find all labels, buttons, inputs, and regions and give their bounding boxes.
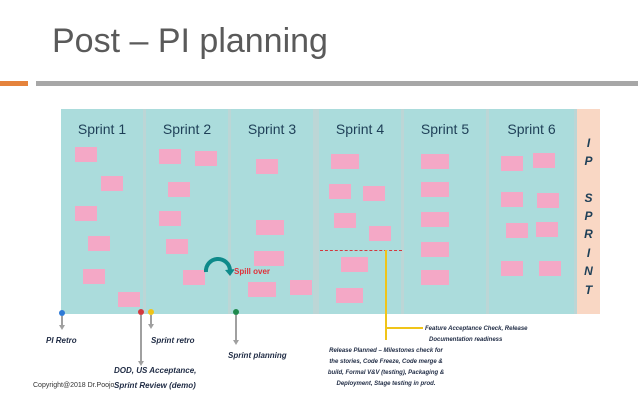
ip-sprint-letter: S <box>584 191 593 205</box>
sprint-retro-label: Sprint retro <box>151 336 195 345</box>
feature-check-line-2: Documentation readiness <box>429 337 503 343</box>
ip-sprint-letter: I <box>586 246 591 260</box>
sprint-label: Sprint 5 <box>420 121 470 137</box>
story-card <box>166 239 188 254</box>
feature-check-connector <box>385 327 423 329</box>
story-card <box>421 212 449 227</box>
dod-line <box>140 315 142 362</box>
story-card <box>118 292 140 307</box>
story-card <box>533 153 555 168</box>
story-card <box>421 154 449 169</box>
ip-sprint-letter: I <box>586 136 591 150</box>
story-card <box>421 242 449 257</box>
story-card <box>336 288 363 303</box>
sprint-label: Sprint 1 <box>77 121 127 137</box>
dod-marker <box>138 309 144 315</box>
story-card <box>539 261 561 276</box>
story-card <box>501 261 523 276</box>
story-card <box>159 211 181 226</box>
pi-retro-marker <box>59 310 65 316</box>
sprint-planning-line <box>235 315 237 341</box>
sprint-column-6: Sprint 6 <box>489 109 574 314</box>
story-card <box>83 269 105 284</box>
story-card <box>536 222 558 237</box>
ip-sprint-letter: P <box>584 154 593 168</box>
milestone-yellow-line <box>385 250 387 340</box>
sprint-board: Sprint 1 Sprint 2 Sprint 3 Sprint 4 <box>61 109 600 314</box>
sprint-column-5: Sprint 5 <box>404 109 486 314</box>
page-title: Post – PI planning <box>52 22 328 60</box>
release-planned-line-4: Deployment, Stage testing in prod. <box>336 381 436 387</box>
copyright-text: Copyright@2018 Dr.Poojo <box>33 382 115 389</box>
story-card <box>369 226 391 241</box>
release-planned-line-3: build, Formal V&V (testing), Packaging & <box>327 370 445 376</box>
sprint-label: Sprint 2 <box>162 121 212 137</box>
sprint-label: Sprint 6 <box>507 121 556 137</box>
feature-check-label: Feature Acceptance Check, Release Docume… <box>425 324 528 346</box>
story-card <box>159 149 181 164</box>
ip-sprint-letter: N <box>584 264 593 278</box>
story-card <box>334 213 356 228</box>
ip-sprint-column: I P S P R I N T <box>577 109 600 314</box>
sprint-label: Sprint 4 <box>335 121 385 137</box>
feature-check-line-1: Feature Acceptance Check, Release <box>425 326 528 332</box>
pi-retro-line <box>61 316 63 325</box>
milestone-dashed-line <box>320 250 402 251</box>
story-card <box>195 151 217 166</box>
story-card <box>421 182 449 197</box>
ip-sprint-letter: T <box>584 283 593 297</box>
story-card <box>537 193 559 208</box>
sprint-retro-line <box>150 315 152 324</box>
pi-retro-arrow-icon <box>59 325 65 330</box>
story-card <box>168 182 190 197</box>
story-card <box>88 236 110 251</box>
spill-over-label: Spill over <box>234 267 271 276</box>
spill-over-arrow-icon <box>203 257 234 276</box>
title-rule <box>36 81 638 86</box>
story-card <box>254 251 284 266</box>
sprint-planning-arrow-icon <box>233 340 239 345</box>
sprint-column-3: Sprint 3 <box>231 109 313 314</box>
sprint-planning-label: Sprint planning <box>228 351 287 360</box>
sprint-label: Sprint 3 <box>247 121 297 137</box>
sprint-planning-marker <box>233 309 239 315</box>
story-card <box>501 192 523 207</box>
story-card <box>421 270 449 285</box>
sprint-column-4: Sprint 4 <box>319 109 401 314</box>
release-planned-label: Release Planned – Milestones check for t… <box>306 346 466 390</box>
dod-arrow-icon <box>138 361 144 366</box>
release-planned-line-2: the stories, Code Freeze, Code merge & <box>329 359 443 365</box>
story-card <box>248 282 276 297</box>
story-card <box>256 220 284 235</box>
pi-retro-label: PI Retro <box>46 336 77 345</box>
story-card <box>506 223 528 238</box>
story-card <box>256 159 278 174</box>
story-card <box>363 186 385 201</box>
story-card <box>501 156 523 171</box>
story-card <box>101 176 123 191</box>
title-rule-accent <box>0 81 28 86</box>
dod-label-line-1: DOD, US Acceptance, <box>114 366 197 375</box>
story-card <box>331 154 359 169</box>
sprint-retro-marker <box>148 309 154 315</box>
ip-sprint-letter: P <box>584 209 593 223</box>
sprint-retro-arrow-icon <box>148 324 154 329</box>
story-card <box>75 206 97 221</box>
ip-sprint-letter: R <box>584 227 593 241</box>
dod-label-line-2: Sprint Review (demo) <box>114 381 196 390</box>
story-card <box>341 257 368 272</box>
story-card <box>75 147 97 162</box>
story-card <box>329 184 351 199</box>
sprint-column-2: Sprint 2 <box>146 109 228 314</box>
story-card <box>183 270 205 285</box>
release-planned-line-1: Release Planned – Milestones check for <box>329 348 443 354</box>
story-card <box>290 280 312 295</box>
sprint-column-1: Sprint 1 <box>61 109 143 314</box>
